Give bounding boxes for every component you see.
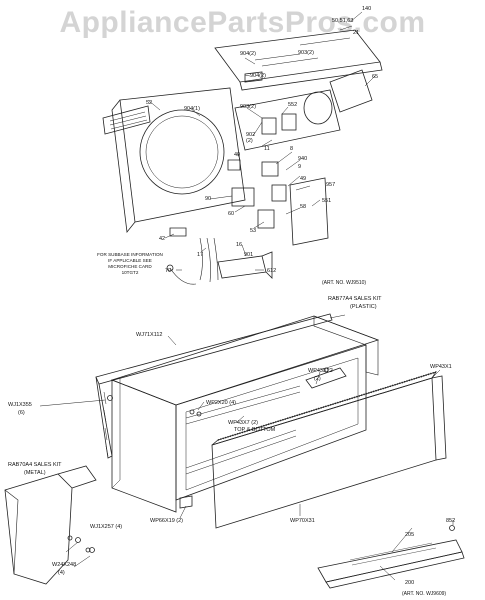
callout-957: 957 [326,182,335,188]
svg-text:MICROFICHE CARD: MICROFICHE CARD [108,264,152,269]
svg-text:10TGT2: 10TGT2 [122,270,139,275]
callout-wp43x7: WP43X7 (2) [228,420,258,426]
callout-wp43x22-qty: (2) [314,376,321,382]
callout-8: 8 [290,146,293,152]
callout-902: 902 [246,132,255,138]
svg-text:FOR SUBBASE INFORMATION: FOR SUBBASE INFORMATION [97,252,163,257]
door-panel [289,177,329,246]
callout-metal: (METAL) [24,470,46,476]
callout-wj1x257: WJ1X257 (4) [90,524,122,530]
sleeve-left-side [111,377,121,489]
art-no-lower: (ART. NO. WJ9609) [402,591,446,597]
base-bracket [217,255,267,279]
callout-904-1: 904(1) [184,106,200,112]
blower-shroud [139,109,225,195]
callout-wp43x1: WP43X1 [430,364,452,370]
callout-60: 60 [228,211,234,217]
fasteners [75,367,329,553]
callout-wj1x355: WJ1X355 [8,402,32,408]
callout-205: 205 [405,532,414,538]
callout-53: 53 [250,228,256,234]
lower-leader-lines [39,314,454,581]
power-cord [199,237,219,283]
callout-21: 21 [353,30,359,36]
callout-plastic: (PLASTIC) [350,304,377,310]
callout-65: 65 [372,74,378,80]
metal-bracket [4,465,97,585]
leader-lines [147,11,376,271]
grille-tray [317,525,465,589]
svg-text:IF APPLICABLE SEE: IF APPLICABLE SEE [108,258,152,263]
callout-42: 42 [159,236,165,242]
callout-wp43x22: WP43X22 [308,368,333,374]
upper-callouts: 140 50,51,63 21 904(2) 904(2) 903(2) 65 … [146,6,378,274]
callout-902-qty: (2) [246,138,253,144]
callout-wj71x112: WJ71X112 [136,332,163,338]
callout-90: 90 [205,196,211,202]
rail-top [185,385,301,425]
right-cover [329,69,373,113]
callout-904-2: 904(2) [250,73,266,79]
callout-wp66x19: WP66X19 (2) [150,518,183,524]
louver-panel [102,105,151,135]
callout-49: 49 [300,176,306,182]
callout-551: 551 [322,198,331,204]
callout-70: 70 [165,268,171,274]
callout-904-top: 904(2) [240,51,256,57]
rail-bottom [185,429,297,475]
callout-wp2x20: WP2X20 (4) [206,400,236,406]
lower-callouts: RAB77A4 SALES KIT (PLASTIC) WJ71X112 WP4… [8,296,455,586]
chassis-bulkhead [119,87,246,223]
callout-852: 852 [446,518,455,524]
sleeve-top [110,315,380,406]
gasket-frame [95,313,333,385]
sleeve-front-face [111,379,177,513]
sleeve-opening [175,344,367,501]
callout-40: 40 [234,152,240,158]
callout-9: 9 [298,164,301,170]
front-panel [211,371,447,529]
capacitor [231,187,255,207]
callout-552: 552 [288,102,297,108]
callout-901: 901 [244,252,253,258]
callout-17: 17 [197,252,203,258]
callout-52: 52 [146,100,152,106]
callout-200: 200 [405,580,414,586]
tray-body [317,539,463,583]
front-panel-face [211,377,437,529]
callout-rab70a4: RAB70A4 SALES KIT [8,462,62,468]
callout-wj1x355-qty: (6) [18,410,25,416]
art-no-upper: (ART. NO. WJ9510) [322,280,366,286]
subbase-note: FOR SUBBASE INFORMATION IF APPLICABLE SE… [97,252,163,275]
switch-module [234,89,341,151]
callout-wp70x31: WP70X31 [290,518,315,524]
callout-16: 16 [236,242,242,248]
callout-903-2b: 903(2) [240,104,256,110]
callout-top-bottom: TOP & BOTTOM [234,427,276,433]
callout-11: 11 [264,146,270,152]
callout-50-51-63: 50,51,63 [332,18,353,24]
callout-w24x248: W24X248 [52,562,76,568]
watermark: AppliancePartsPros.com [59,6,426,39]
callout-w24x248-qty: (4) [58,570,65,576]
callout-612: 612 [267,268,276,274]
callout-903-2: 903(2) [298,50,314,56]
callout-rab77a4: RAB77A4 SALES KIT [328,296,382,302]
upper-assembly [102,11,383,285]
wall-sleeve [95,313,380,513]
callout-140: 140 [362,6,371,12]
callout-940: 940 [298,156,307,162]
callout-58: 58 [300,204,306,210]
